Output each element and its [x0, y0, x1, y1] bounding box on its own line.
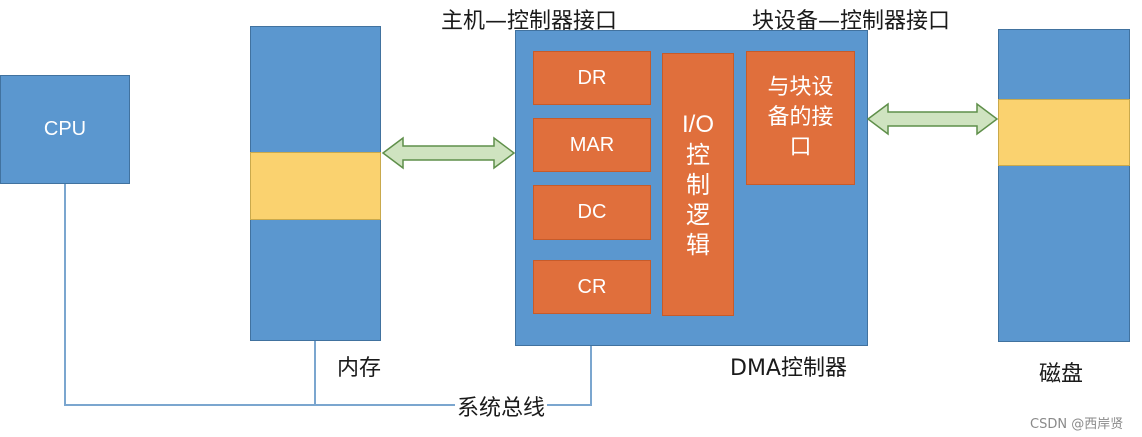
register-dr: DR	[533, 51, 651, 105]
io-logic-line-3: 制	[686, 170, 710, 199]
block-interface-line-2: 备的接	[767, 105, 834, 130]
memory-label: 内存	[337, 356, 382, 381]
host-interface-label: 主机—控制器接口	[441, 9, 618, 34]
io-logic-line-5: 辑	[686, 230, 710, 259]
disk-highlight-region	[998, 99, 1130, 166]
dma-controller-label: DMA控制器	[730, 356, 847, 381]
system-bus-line	[64, 184, 592, 406]
watermark: CSDN @西岸贤	[1030, 417, 1124, 432]
io-logic-line-1: I/O	[681, 110, 714, 138]
memory-highlight-region	[250, 152, 381, 220]
disk-block	[998, 29, 1130, 342]
io-control-logic: I/O 控 制 逻 辑	[662, 53, 734, 316]
register-cr: CR	[533, 260, 651, 314]
block-interface-line-1: 与块设	[767, 75, 834, 100]
cpu-label: CPU	[43, 118, 87, 140]
register-dc: DC	[533, 185, 651, 240]
register-mar: MAR	[533, 118, 651, 172]
system-bus-label: 系统总线	[455, 390, 548, 422]
cpu-block: CPU	[0, 75, 130, 184]
io-logic-line-2: 控	[686, 140, 710, 169]
block-interface-line-3: 口	[789, 135, 812, 160]
device-interface-label: 块设备—控制器接口	[752, 9, 951, 34]
dma-disk-arrow	[866, 102, 999, 136]
io-logic-line-4: 逻	[686, 200, 710, 229]
memory-dma-arrow	[381, 136, 516, 170]
disk-label: 磁盘	[1039, 362, 1084, 387]
block-device-interface: 与块设 备的接 口	[746, 51, 855, 185]
